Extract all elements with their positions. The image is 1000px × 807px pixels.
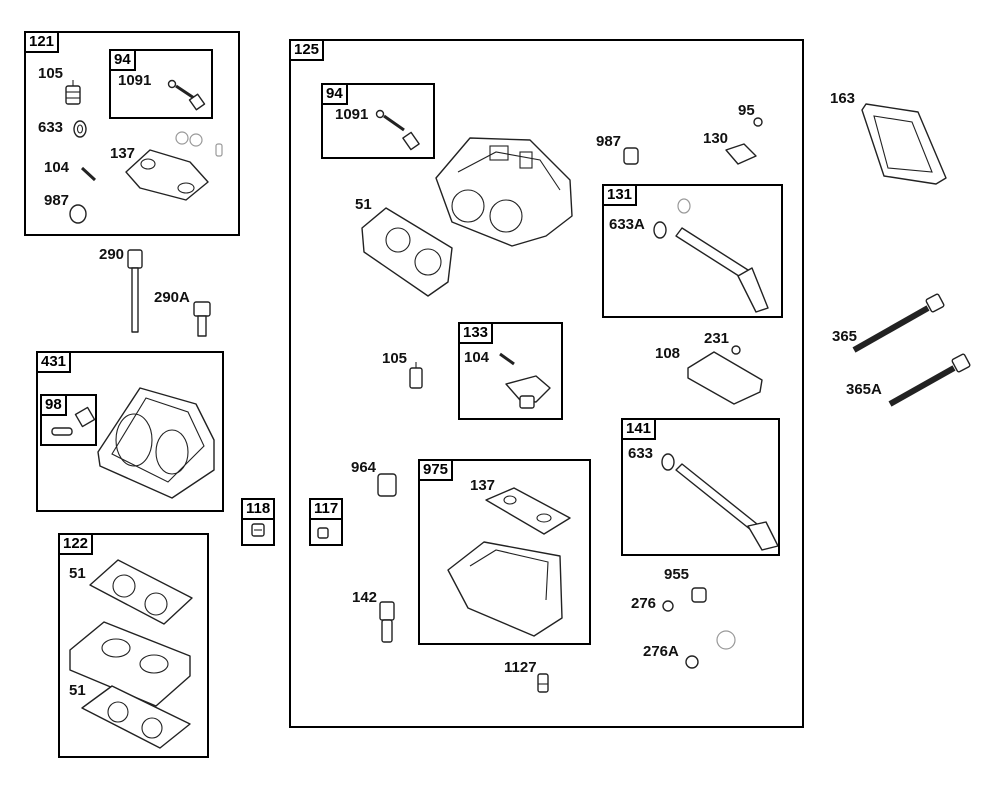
box-94-a: 94 — [109, 49, 213, 119]
label-633-a: 633 — [38, 119, 64, 136]
box-98: 98 — [40, 394, 97, 446]
label-964: 964 — [351, 459, 377, 476]
part-987-bushing-b — [623, 147, 639, 165]
label-987-a: 987 — [44, 192, 70, 209]
box-98-tag: 98 — [40, 394, 67, 416]
part-1127-screw — [537, 673, 549, 693]
label-276a: 276A — [643, 643, 679, 660]
box-117-tag: 117 — [309, 498, 344, 520]
part-105-needle-b — [409, 362, 423, 389]
part-118-plug — [251, 523, 265, 537]
part-987-bushing-a — [69, 204, 87, 224]
box-133-tag: 133 — [458, 322, 494, 344]
label-365: 365 — [832, 328, 858, 345]
label-1091-b: 1091 — [335, 106, 369, 123]
label-987-b: 987 — [596, 133, 622, 150]
label-108: 108 — [655, 345, 681, 362]
part-1091-screw-a — [167, 79, 206, 111]
box-975-tag: 975 — [418, 459, 454, 481]
label-142: 142 — [352, 589, 378, 606]
part-1091-screw-b — [375, 109, 420, 151]
part-130-plate — [725, 143, 757, 165]
part-633-washer-a — [73, 120, 87, 138]
box-431-tag: 431 — [36, 351, 72, 373]
label-276: 276 — [631, 595, 657, 612]
label-51-b: 51 — [69, 565, 86, 582]
label-104-b: 104 — [464, 349, 490, 366]
label-633-b: 633 — [628, 445, 654, 462]
label-1091-a: 1091 — [118, 72, 152, 89]
label-365a: 365A — [846, 381, 882, 398]
label-137-b: 137 — [470, 477, 496, 494]
part-975-bowl — [447, 487, 571, 637]
label-231: 231 — [704, 330, 730, 347]
part-141-shaft — [661, 453, 779, 551]
box-141-tag: 141 — [621, 418, 657, 440]
part-231-screw — [731, 345, 741, 355]
part-290a-bolt — [193, 301, 211, 337]
part-133-float — [499, 352, 551, 409]
part-spacer — [69, 621, 191, 707]
part-51-gasket-top — [89, 559, 193, 625]
box-975: 975 — [418, 459, 591, 645]
part-105-needle-a — [65, 80, 81, 105]
box-125-tag: 125 — [289, 39, 325, 61]
label-955: 955 — [664, 566, 690, 583]
part-955-fitting — [691, 587, 707, 603]
box-118: 118 — [241, 498, 276, 546]
box-121-tag: 121 — [24, 31, 60, 53]
part-95-screw — [753, 117, 763, 127]
box-133: 133 — [458, 322, 563, 420]
part-131-shaft — [653, 198, 769, 313]
label-290: 290 — [99, 246, 125, 263]
box-131-tag: 131 — [602, 184, 638, 206]
part-117-plug — [317, 527, 329, 539]
part-108-plate — [687, 351, 763, 405]
label-51-c: 51 — [69, 682, 86, 699]
label-633a: 633A — [609, 216, 645, 233]
box-94-b: 94 — [321, 83, 435, 159]
label-290a: 290A — [154, 289, 190, 306]
box-131: 131 — [602, 184, 783, 318]
part-163-gasket — [861, 103, 947, 185]
part-carburetor-body — [435, 137, 573, 247]
label-1127: 1127 — [504, 659, 537, 676]
box-121: 121 — [24, 31, 240, 236]
label-95: 95 — [738, 102, 755, 119]
label-51-a: 51 — [355, 196, 372, 213]
part-51-gasket-bottom — [81, 685, 191, 749]
box-431: 431 — [36, 351, 224, 512]
box-94-a-tag: 94 — [109, 49, 136, 71]
part-104-pin-a — [80, 166, 97, 182]
label-130: 130 — [703, 130, 729, 147]
part-142-jet — [379, 601, 395, 643]
part-51-gasket-main — [361, 207, 453, 297]
label-163: 163 — [830, 90, 856, 107]
part-365a-bolt — [888, 353, 971, 407]
label-105-b: 105 — [382, 350, 408, 367]
part-290-bolt — [127, 249, 143, 333]
box-94-b-tag: 94 — [321, 83, 348, 105]
part-98-spring-screw — [51, 406, 96, 436]
box-122: 122 — [58, 533, 209, 758]
label-105-a: 105 — [38, 65, 64, 82]
part-431-manifold — [97, 387, 215, 499]
label-104-a: 104 — [44, 159, 70, 176]
part-964-sleeve — [377, 473, 397, 497]
box-117: 117 — [309, 498, 344, 546]
box-125: 125 — [289, 39, 804, 728]
part-365-bolt — [852, 293, 945, 353]
label-137-a: 137 — [110, 145, 136, 162]
part-137-gasket-a — [125, 149, 209, 201]
box-141: 141 — [621, 418, 780, 556]
part-276-oring — [662, 600, 674, 612]
box-118-tag: 118 — [241, 498, 276, 520]
box-122-tag: 122 — [58, 533, 94, 555]
part-276a-oring — [685, 655, 699, 669]
